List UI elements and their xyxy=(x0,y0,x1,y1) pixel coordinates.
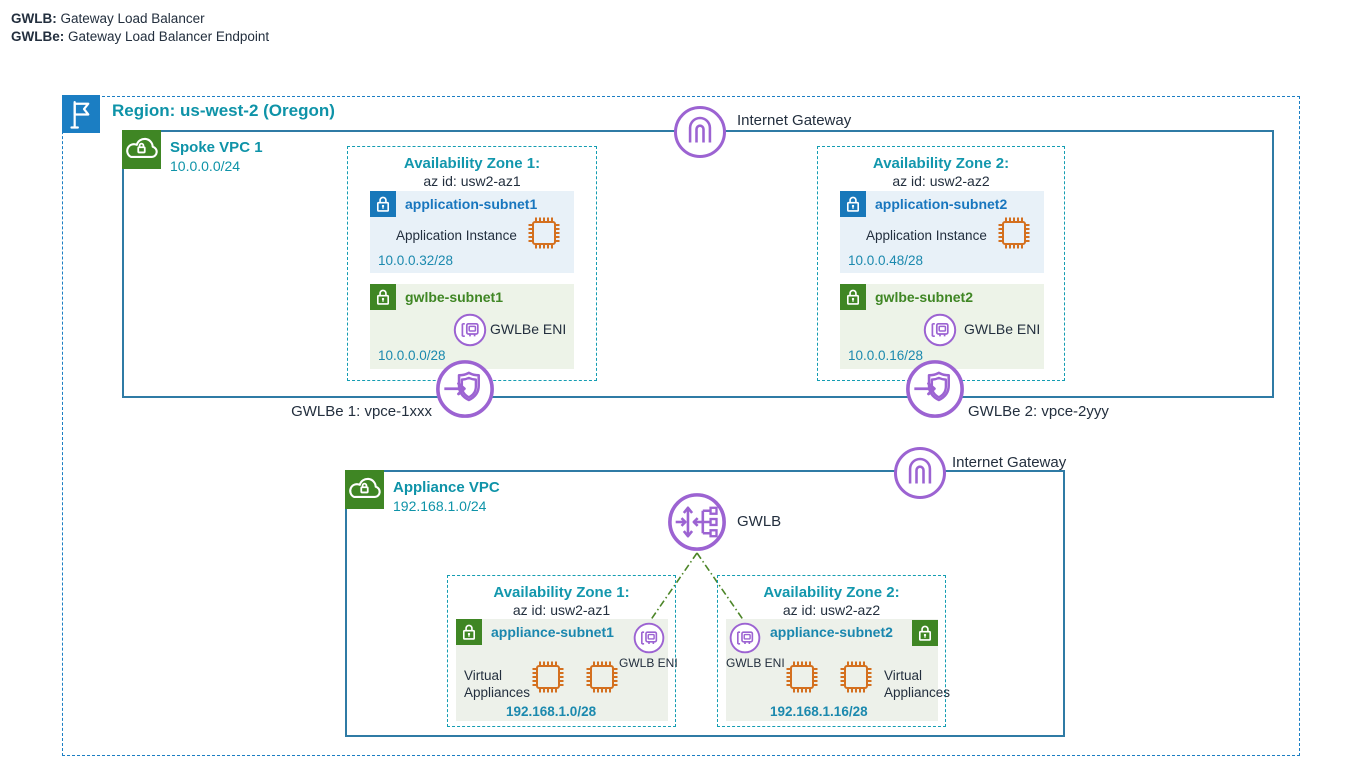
appliance-vpc-boundary xyxy=(345,470,1065,737)
spoke-az1-boundary: Availability Zone 1: az id: usw2-az1 app… xyxy=(347,146,597,381)
vpc-icon xyxy=(122,130,161,169)
spoke-az2-title: Availability Zone 2: xyxy=(872,155,1010,172)
gwlbe-eni-label: GWLBe ENI xyxy=(964,321,1041,337)
appliance-az2-title: Availability Zone 2: xyxy=(763,584,900,601)
internet-gateway-icon xyxy=(672,104,728,160)
appliance-chip-icon xyxy=(528,657,568,697)
legend-line-gwlbe: GWLBe: Gateway Load Balancer Endpoint xyxy=(11,28,269,46)
gwlb-label: GWLB xyxy=(737,513,782,530)
gwlbe1-endpoint-icon xyxy=(434,358,496,420)
gwlbe-eni-label: GWLBe ENI xyxy=(490,321,567,337)
appliance-subnet2-cidr: 192.168.1.16/28 xyxy=(770,704,868,719)
application-subnet1-name: application-subnet1 xyxy=(405,196,538,212)
gwlbe-subnet2-cidr: 10.0.0.16/28 xyxy=(848,348,924,363)
appliance-az2-boundary: Availability Zone 2: az id: usw2-az2 GWL… xyxy=(717,575,950,727)
internet-gateway-icon xyxy=(892,445,948,501)
appliance-chip-icon xyxy=(782,657,822,697)
gwlbe-subnet2-name: gwlbe-subnet2 xyxy=(875,289,974,305)
application-subnet2-cidr: 10.0.0.48/28 xyxy=(848,253,924,268)
appliance-subnet2-name: appliance-subnet2 xyxy=(770,624,893,640)
gwlb-icon xyxy=(666,491,728,553)
private-subnet-icon xyxy=(370,284,396,310)
virtual-appliances-label: Virtual Appliances xyxy=(464,668,531,700)
application-subnet2-name: application-subnet2 xyxy=(875,196,1008,212)
gwlbe2-endpoint-icon xyxy=(904,358,966,420)
application-subnet2: application-subnet2 Application Instance… xyxy=(840,191,1044,273)
spoke-vpc-header: Spoke VPC 1 10.0.0.0/24 xyxy=(170,139,263,174)
appliance-subnet1-name: appliance-subnet1 xyxy=(491,624,614,640)
legend-gwlb-term: GWLB: xyxy=(11,11,57,26)
private-subnet-icon xyxy=(840,284,866,310)
region-flag-icon xyxy=(62,95,100,133)
legend-line-gwlb: GWLB: Gateway Load Balancer xyxy=(11,10,269,28)
gwlbe-subnet1-cidr: 10.0.0.0/28 xyxy=(378,348,446,363)
instance-chip-icon xyxy=(524,213,564,253)
private-subnet-icon xyxy=(456,619,482,645)
gwlb-eni-icon xyxy=(728,621,762,655)
gwlbe-eni-icon xyxy=(922,312,958,348)
appliance-chip-icon xyxy=(836,657,876,697)
legend-gwlb-def: Gateway Load Balancer xyxy=(56,11,205,26)
instance-chip-icon xyxy=(994,213,1034,253)
appliance-vpc-title: Appliance VPC xyxy=(393,479,500,496)
spoke-igw-label: Internet Gateway xyxy=(737,112,852,129)
gwlb-eni-icon xyxy=(632,621,666,655)
appliance-vpc-header: Appliance VPC 192.168.1.0/24 xyxy=(393,479,500,514)
spoke-az1-id: az id: usw2-az1 xyxy=(423,173,521,189)
legend: GWLB: Gateway Load Balancer GWLBe: Gatew… xyxy=(11,10,269,46)
appliance-az1-boundary: Availability Zone 1: az id: usw2-az1 app… xyxy=(447,575,678,727)
application-instance-label: Application Instance xyxy=(396,228,517,243)
application-subnet1: application-subnet1 Application Instance… xyxy=(370,191,574,273)
vpc-icon xyxy=(345,470,384,509)
application-instance-label: Application Instance xyxy=(866,228,987,243)
region-boundary xyxy=(62,96,1300,756)
gwlb-eni-label: GWLB ENI xyxy=(726,656,785,670)
gwlb-eni-label: GWLB ENI xyxy=(619,656,678,670)
appliance-subnet1: appliance-subnet1 GWLB ENI Virtual Appli… xyxy=(456,619,678,721)
appliance-subnet2: GWLB ENI appliance-subnet2 Virtual Appli… xyxy=(726,619,950,721)
appliance-chip-icon xyxy=(582,657,622,697)
application-subnet1-cidr: 10.0.0.32/28 xyxy=(378,253,454,268)
private-subnet-icon xyxy=(370,191,396,217)
spoke-vpc-cidr: 10.0.0.0/24 xyxy=(170,157,241,174)
gwlbe-subnet1-name: gwlbe-subnet1 xyxy=(405,289,504,305)
gwlbe-subnet2: gwlbe-subnet2 GWLBe ENI 10.0.0.16/28 xyxy=(840,284,1044,369)
spoke-vpc-boundary xyxy=(122,130,1274,398)
appliance-subnet1-cidr: 192.168.1.0/28 xyxy=(506,704,597,719)
appliance-vpc-cidr: 192.168.1.0/24 xyxy=(393,497,487,514)
gwlb-connector-lines xyxy=(649,552,745,622)
appliance-az1-id: az id: usw2-az1 xyxy=(512,602,611,618)
appliance-az1-title: Availability Zone 1: xyxy=(493,584,630,601)
spoke-az1-title: Availability Zone 1: xyxy=(403,155,541,172)
appliance-az2-id: az id: usw2-az2 xyxy=(782,602,881,618)
private-subnet-icon xyxy=(912,620,938,646)
gwlbe-eni-icon xyxy=(452,312,488,348)
legend-gwlbe-def: Gateway Load Balancer Endpoint xyxy=(64,28,270,44)
private-subnet-icon xyxy=(840,191,866,217)
gwlbe1-label: GWLBe 1: vpce-1xxx xyxy=(291,403,432,420)
virtual-appliances-label: Virtual Appliances xyxy=(884,668,951,700)
gwlbe2-label: GWLBe 2: vpce-2yyy xyxy=(968,403,1109,420)
region-title: Region: us-west-2 (Oregon) xyxy=(112,101,335,120)
spoke-az2-id: az id: usw2-az2 xyxy=(892,173,990,189)
gwlbe-subnet1: gwlbe-subnet1 GWLBe ENI 10.0.0.0/28 xyxy=(370,284,574,369)
legend-gwlbe-term: GWLBe: xyxy=(11,28,65,44)
appliance-igw-label: Internet Gateway xyxy=(952,454,1067,471)
spoke-az2-boundary: Availability Zone 2: az id: usw2-az2 app… xyxy=(817,146,1065,381)
spoke-vpc-title: Spoke VPC 1 xyxy=(170,139,263,156)
